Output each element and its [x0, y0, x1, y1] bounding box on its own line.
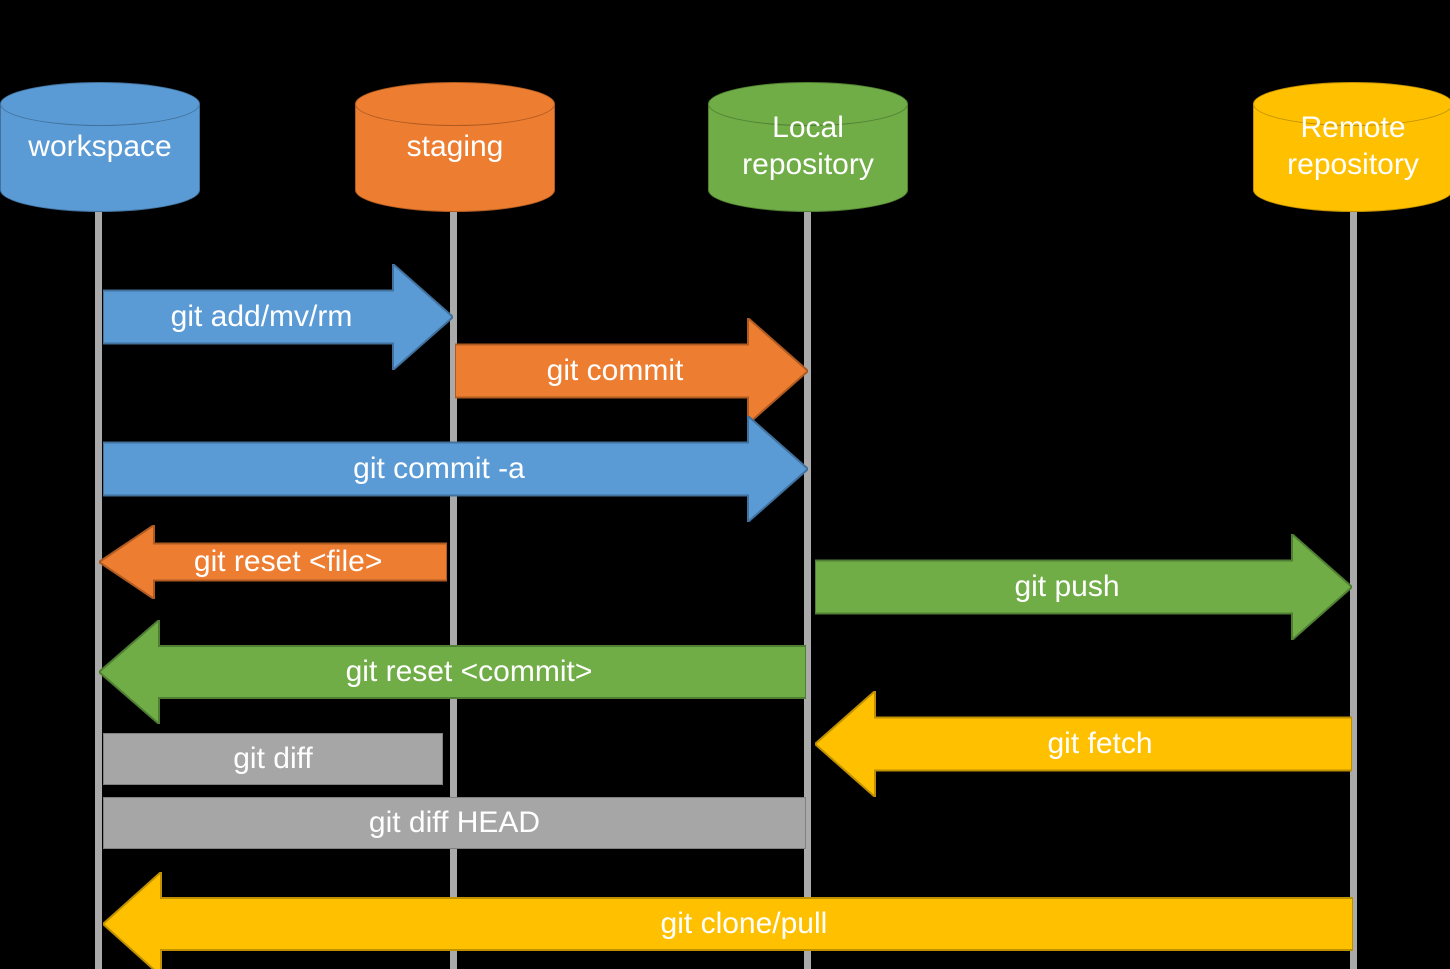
lifeline-workspace — [95, 195, 102, 969]
node-label-local: Local repository — [742, 111, 874, 181]
cylinder-top-ellipse — [0, 82, 200, 126]
arrow-git-fetch[interactable]: git fetch — [815, 690, 1352, 797]
lifeline-local — [804, 195, 811, 969]
node-staging[interactable]: staging — [355, 82, 555, 212]
arrow-shape-git-commit-a — [103, 415, 808, 522]
bar-git-diff-head[interactable]: git diff HEAD — [103, 797, 806, 849]
cylinder-top-ellipse — [708, 82, 908, 126]
arrow-git-add[interactable]: git add/mv/rm — [103, 263, 453, 370]
arrow-shape-git-add — [103, 263, 453, 370]
cylinder-top-ellipse — [1253, 82, 1450, 126]
arrow-shape-git-reset-file — [99, 524, 447, 599]
arrow-shape-git-clone-pull — [103, 872, 1353, 969]
lifeline-staging — [450, 195, 457, 969]
node-remote[interactable]: Remote repository — [1253, 82, 1450, 212]
node-label-staging: staging — [406, 129, 504, 163]
bar-label-git-diff-head: git diff HEAD — [368, 806, 541, 839]
node-local[interactable]: Local repository — [708, 82, 908, 212]
node-label-remote: Remote repository — [1287, 111, 1419, 181]
arrow-git-clone-pull[interactable]: git clone/pull — [103, 872, 1353, 969]
bar-git-diff[interactable]: git diff — [103, 733, 443, 785]
arrow-shape-git-reset-commit — [99, 620, 806, 724]
arrow-shape-git-push — [815, 533, 1352, 640]
arrow-git-commit[interactable]: git commit — [455, 317, 808, 424]
bar-label-git-diff: git diff — [233, 742, 313, 775]
arrow-git-reset-file[interactable]: git reset <file> — [99, 524, 447, 599]
lifeline-remote — [1350, 195, 1357, 969]
arrow-git-push[interactable]: git push — [815, 533, 1352, 640]
arrow-git-reset-commit[interactable]: git reset <commit> — [99, 620, 806, 724]
cylinder-top-ellipse — [355, 82, 555, 126]
node-workspace[interactable]: workspace — [0, 82, 200, 212]
arrow-shape-git-fetch — [815, 690, 1352, 797]
arrow-shape-git-commit — [455, 317, 808, 424]
arrow-git-commit-a[interactable]: git commit -a — [103, 415, 808, 522]
node-label-workspace: workspace — [28, 129, 172, 163]
